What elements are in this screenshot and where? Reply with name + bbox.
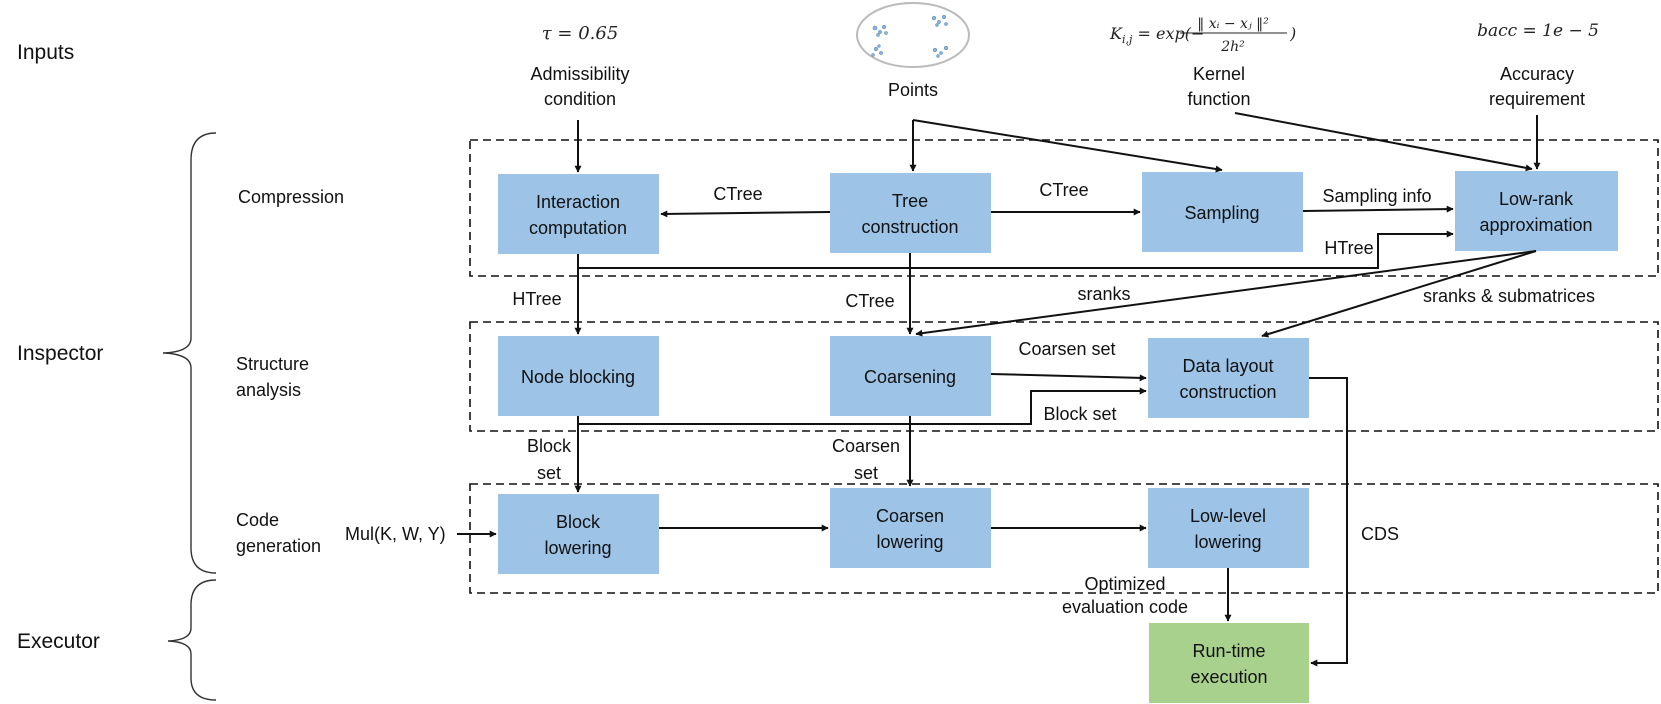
svg-text:‖ xᵢ − xⱼ ‖²: ‖ xᵢ − xⱼ ‖² (1197, 16, 1269, 32)
svg-text:Interaction: Interaction (536, 192, 620, 212)
interaction-computation-box: Interaction computation (498, 174, 659, 254)
input-kernel-label-1: Kernel (1193, 64, 1245, 84)
svg-text:lowering: lowering (876, 532, 943, 552)
phase-executor-label: Executor (17, 630, 100, 653)
svg-text:execution: execution (1190, 667, 1267, 687)
stage-structure-analysis-label-1: Structure (236, 354, 309, 374)
run-time-execution-box: Run-time execution (1149, 623, 1309, 703)
edge-lowrank-sranks-to-coarsening (915, 250, 1537, 337)
tau-formula: τ = 0.65 (542, 23, 619, 44)
svg-text:): ) (1289, 24, 1296, 43)
svg-text:lowering: lowering (1194, 532, 1261, 552)
input-admissibility-label-1: Admissibility (530, 64, 629, 84)
svg-text:2h²: 2h² (1220, 39, 1245, 55)
label-sampling-info: Sampling info (1322, 186, 1431, 206)
edge-lowrank-to-data-layout (1261, 250, 1537, 338)
label-optimized-1: Optimized (1084, 574, 1165, 594)
edge-interaction-htree-to-lowrank (577, 230, 1454, 269)
svg-text:Coarsening: Coarsening (864, 367, 956, 387)
edge-coarsening-to-data-layout (990, 373, 1147, 382)
svg-text:Tree: Tree (892, 191, 928, 211)
node-blocking-box: Node blocking (498, 336, 659, 416)
code-generation-region (469, 483, 1659, 594)
stage-code-generation-label-1: Code (236, 510, 279, 530)
svg-text:Block: Block (556, 512, 601, 532)
svg-text:Sampling: Sampling (1184, 203, 1259, 223)
stage-code-generation-label-2: generation (236, 536, 321, 556)
label-sranks-submatrices: sranks & submatrices (1423, 286, 1595, 306)
inspector-brace (162, 132, 217, 574)
phase-inspector-label: Inspector (17, 342, 103, 365)
label-ctree-left: CTree (713, 184, 762, 204)
coarsen-lowering-box: Coarsen lowering (830, 488, 991, 568)
label-block-set-right: Block set (1043, 404, 1116, 424)
svg-text:Node blocking: Node blocking (521, 367, 635, 387)
label-ctree-down: CTree (845, 291, 894, 311)
input-accuracy-label-2: requirement (1489, 89, 1585, 109)
label-coarsen-set-down-2: set (854, 463, 878, 483)
label-sranks: sranks (1077, 284, 1130, 304)
edge-sampling-to-lowrank (1302, 205, 1454, 213)
label-cds: CDS (1361, 524, 1399, 544)
input-kernel-label-2: function (1187, 89, 1250, 109)
compression-region (469, 139, 1659, 277)
structure-analysis-region (469, 321, 1659, 432)
label-htree-right: HTree (1324, 238, 1373, 258)
coarsening-box: Coarsening (830, 336, 991, 416)
label-mul: Mul(K, W, Y) (345, 524, 446, 544)
low-rank-approximation-box: Low-rank approximation (1455, 171, 1618, 251)
svg-text:Data layout: Data layout (1182, 356, 1273, 376)
svg-text:Low-rank: Low-rank (1499, 189, 1574, 209)
edge-points-to-sampling (912, 119, 1223, 173)
label-coarsen-set-down-1: Coarsen (832, 436, 900, 456)
low-level-lowering-box: Low-level lowering (1148, 488, 1309, 568)
label-block-set-down-2: set (537, 463, 561, 483)
block-lowering-box: Block lowering (498, 494, 659, 574)
data-layout-construction-box: Data layout construction (1148, 338, 1309, 418)
kernel-formula: Ki,j = exp(− ‖ xᵢ − xⱼ ‖² 2h² ) (1109, 16, 1296, 55)
svg-text:construction: construction (861, 217, 958, 237)
input-admissibility-label-2: condition (544, 89, 616, 109)
tree-construction-box: Tree construction (830, 173, 991, 253)
svg-text:Coarsen: Coarsen (876, 506, 944, 526)
input-accuracy-label-1: Accuracy (1500, 64, 1574, 84)
svg-text:Ki,j = exp(−: Ki,j = exp(− (1109, 24, 1204, 46)
executor-brace (167, 579, 217, 701)
label-ctree-right: CTree (1039, 180, 1088, 200)
label-block-set-down-1: Block (527, 436, 572, 456)
svg-text:Run-time: Run-time (1192, 641, 1265, 661)
svg-text:construction: construction (1179, 382, 1276, 402)
input-points-label: Points (888, 80, 938, 100)
svg-text:approximation: approximation (1479, 215, 1592, 235)
svg-text:lowering: lowering (544, 538, 611, 558)
label-htree-down: HTree (512, 289, 561, 309)
svg-text:Low-level: Low-level (1190, 506, 1266, 526)
points-icon (856, 2, 970, 68)
edge-data-layout-cds-to-runtime (1309, 377, 1348, 667)
edge-kernel-to-lowrank (1234, 112, 1533, 172)
phase-inputs-label: Inputs (17, 41, 74, 64)
label-coarsen-set: Coarsen set (1018, 339, 1115, 359)
bacc-formula: bacc = 1e − 5 (1477, 21, 1599, 41)
edge-tree-to-interaction (660, 210, 831, 218)
stage-structure-analysis-label-2: analysis (236, 380, 301, 400)
svg-text:computation: computation (529, 218, 627, 238)
label-optimized-2: evaluation code (1062, 597, 1188, 617)
sampling-box: Sampling (1142, 172, 1303, 252)
stage-compression-label: Compression (238, 187, 344, 207)
